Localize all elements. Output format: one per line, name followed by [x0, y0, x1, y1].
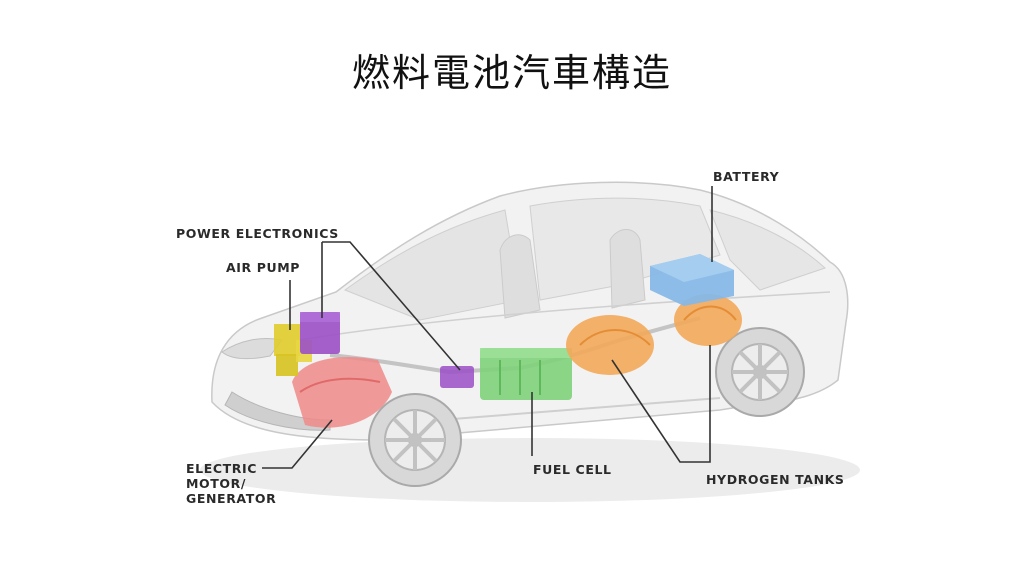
- car-rear-seat: [609, 229, 646, 309]
- hydrogen-tanks-label: HYDROGEN TANKS: [706, 472, 845, 487]
- car-beltline: [299, 291, 831, 341]
- rear-wheel: [715, 327, 805, 417]
- electric-motor-leader: [262, 419, 333, 469]
- power-electronics-leader: [321, 241, 461, 371]
- air-pump-label: AIR PUMP: [226, 260, 301, 275]
- fuel-cell-component: [480, 348, 572, 400]
- power-electronics-component: [300, 312, 474, 388]
- front-wheel: [368, 393, 462, 487]
- car-sill: [439, 397, 721, 421]
- electric-motor-component: [292, 356, 392, 428]
- hydrogen-tank-rear-component: [674, 294, 742, 346]
- car-rear-window: [709, 209, 826, 291]
- car-front-seat: [499, 234, 541, 319]
- hydrogen-tanks-leader: [611, 345, 711, 463]
- electric-motor-generator-label: ELECTRIC MOTOR/ GENERATOR: [186, 461, 277, 506]
- car-windshield: [343, 209, 521, 321]
- hydrogen-tank-front-component: [566, 315, 654, 375]
- fuel-cell-label: FUEL CELL: [533, 462, 612, 477]
- page-title: 燃料電池汽車構造: [351, 51, 672, 95]
- battery-component: [650, 254, 734, 306]
- power-electronics-label: POWER ELECTRONICS: [176, 226, 339, 241]
- battery-label: BATTERY: [713, 169, 780, 184]
- leader-lines: [262, 186, 713, 469]
- car-shadow: [200, 438, 860, 502]
